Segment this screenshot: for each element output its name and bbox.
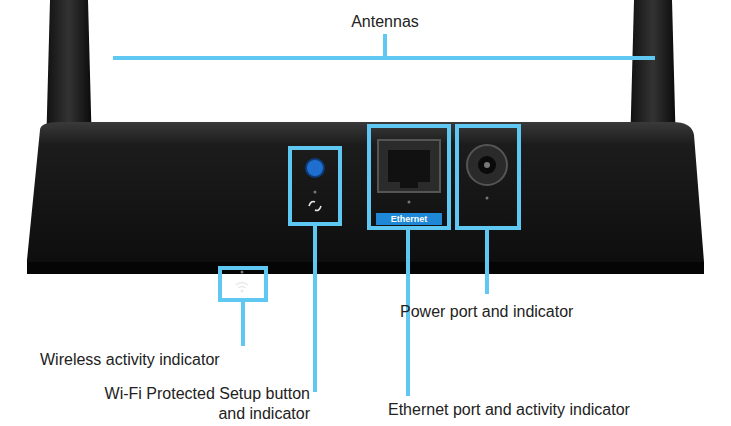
led bbox=[408, 201, 411, 204]
led bbox=[241, 271, 244, 274]
highlight-boxes bbox=[220, 126, 519, 300]
power-jack-pin bbox=[484, 162, 490, 168]
wps-button bbox=[306, 159, 324, 177]
part-label: Wi-Fi Protected Setup button and indicat… bbox=[80, 384, 310, 424]
part-label: Ethernet port and activity indicator bbox=[388, 400, 708, 420]
part-label: Power port and indicator bbox=[400, 302, 660, 322]
wifi-icon-dot bbox=[241, 290, 244, 293]
led bbox=[314, 191, 317, 194]
wps-icon bbox=[309, 202, 321, 211]
ethernet-jack bbox=[378, 140, 440, 192]
wifi-icon bbox=[236, 283, 248, 289]
ethernet-jack-hole bbox=[388, 150, 430, 182]
power-jack-hole bbox=[478, 156, 496, 174]
port-marking: Ethernet bbox=[376, 213, 442, 225]
ethernet-jack-clip bbox=[400, 182, 418, 188]
router-body bbox=[27, 122, 704, 272]
power-jack bbox=[467, 145, 507, 185]
part-label: Antennas bbox=[305, 12, 465, 32]
part-label: Wireless activity indicator bbox=[40, 350, 330, 370]
router-base bbox=[27, 262, 704, 274]
leader-lines bbox=[113, 34, 655, 396]
led bbox=[486, 197, 489, 200]
